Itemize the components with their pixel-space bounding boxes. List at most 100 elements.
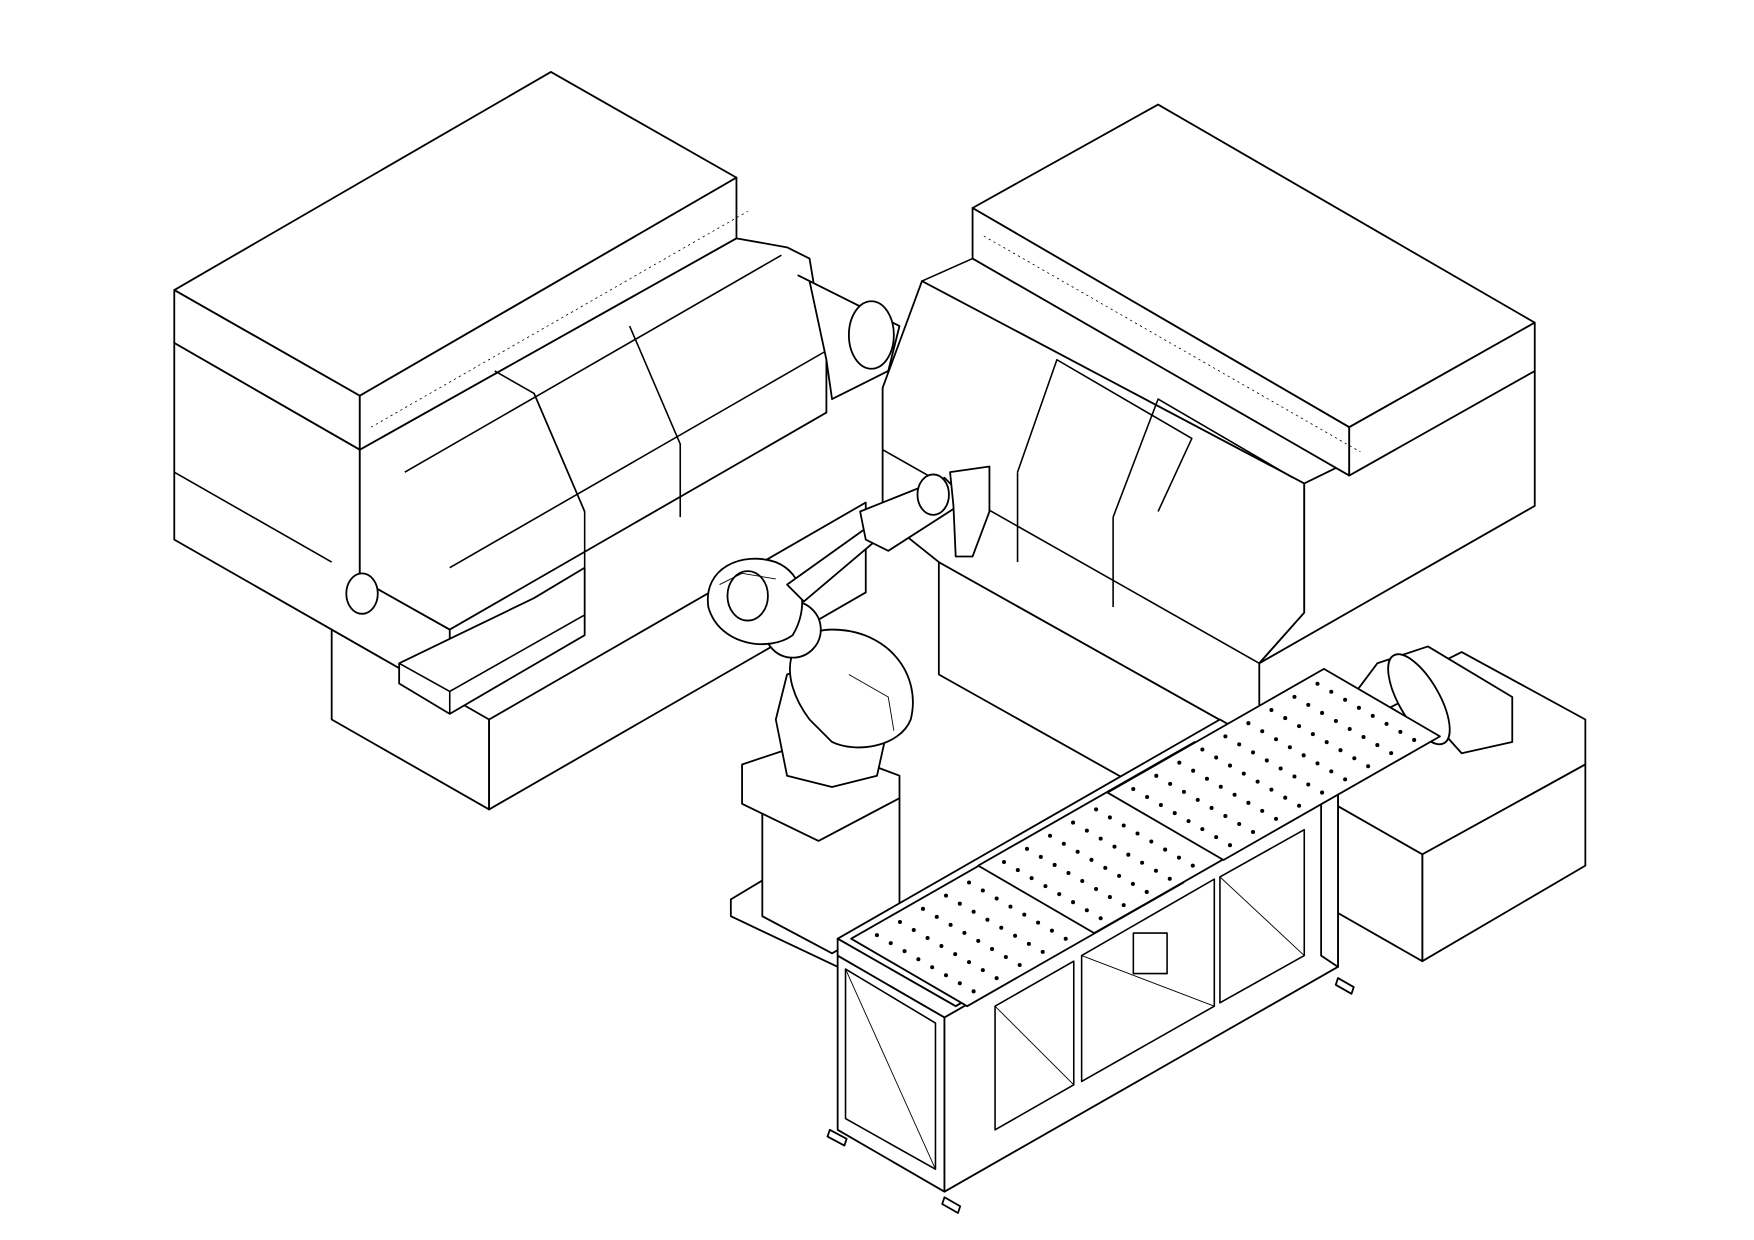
plate-hole [1297,724,1302,729]
plate-hole [1149,839,1154,844]
plate-hole [1130,881,1135,886]
plate-hole [897,919,902,924]
plate-hole [1287,745,1292,750]
plate-hole [967,880,972,885]
plate-hole [1214,755,1219,760]
plate-hole [1052,862,1057,867]
plate-hole [1361,735,1366,740]
plate-hole [957,981,962,986]
plate-hole [953,952,958,957]
plate-hole [1315,681,1320,686]
perforated-plates [850,668,1441,1008]
plate-hole [971,989,976,994]
plate-hole [1040,949,1045,954]
plate-hole [902,949,907,954]
plate-hole [1013,933,1018,938]
plate-hole [1366,764,1371,769]
plate-hole [1352,756,1357,761]
plate-hole [1154,773,1159,778]
plate-hole [1126,852,1131,857]
plate-hole [1260,729,1265,734]
plate-hole [1237,821,1242,827]
plate-hole [1356,705,1361,710]
plate-hole [888,941,893,946]
plate-hole [1036,920,1041,925]
right-cnc-machine [881,103,1587,963]
plate-hole [1017,963,1022,968]
plate-hole [1026,941,1031,946]
plate-hole [1029,876,1034,881]
plate-hole [957,901,962,906]
left-cnc-machine [173,71,901,811]
plate-hole [1315,761,1320,766]
plate-hole [1306,702,1311,707]
plate-hole [966,960,972,965]
plate-hole [1049,928,1054,933]
plate-hole [1061,841,1066,846]
plate-hole [1214,835,1219,840]
plate-hole [1121,823,1126,828]
plate-hole [1283,795,1288,800]
plate-hole [1370,713,1375,718]
plate-hole [1343,697,1348,702]
workpiece-table [826,668,1441,1214]
plate-hole [1158,803,1163,808]
plate-hole [1310,732,1315,737]
plate-hole [930,965,935,970]
plate-hole [1135,831,1140,836]
plate-hole [1066,870,1071,876]
plate-hole [1075,849,1080,854]
perforated-plate [1106,668,1441,861]
plate-hole [1301,753,1306,758]
plate-hole [1283,716,1288,721]
plate-hole [1008,904,1013,909]
plate-hole [1107,815,1112,820]
plate-hole [1292,694,1297,699]
plate-hole [1003,954,1008,960]
plate-hole [1227,763,1233,768]
plate-hole [1038,854,1043,859]
plate-hole [1094,887,1099,892]
plate-hole [1015,868,1020,873]
plate-hole [1089,857,1094,862]
plate-hole [994,896,999,901]
plate-hole [1241,771,1246,776]
industrial-robot [706,465,991,968]
plate-hole [1209,805,1214,810]
plate-hole [874,933,879,938]
plate-hole [1237,742,1242,747]
plate-hole [1269,708,1274,713]
plate-hole [1191,768,1196,773]
plate-hole [1250,830,1256,835]
plate-hole [1338,748,1343,753]
plate-hole [1103,865,1108,870]
plate-hole [1292,774,1297,779]
plate-hole [1269,787,1274,792]
plate-hole [1297,803,1302,808]
plate-hole [1131,786,1136,792]
plate-hole [1398,729,1403,734]
plate-hole [1084,908,1089,913]
plate-hole [1320,790,1325,795]
plate-hole [1121,903,1126,908]
plate-hole [1204,776,1209,781]
plate-hole [934,914,939,919]
plate-hole [1107,895,1112,900]
plate-hole [1347,726,1352,732]
plate-hole [1329,769,1334,774]
plate-hole [980,888,985,893]
plate-hole [916,957,921,962]
plate-hole [1084,828,1089,833]
plate-hole [1043,884,1048,889]
plate-hole [1324,740,1329,745]
plate-hole [1223,813,1228,818]
plate-hole [1168,781,1173,786]
plate-hole [1200,747,1205,752]
plate-hole [1274,816,1279,821]
plate-hole [948,922,953,927]
plate-hole [1048,833,1053,838]
plate-hole [1153,868,1158,873]
plate-hole [985,917,990,922]
plate-hole [1080,878,1085,884]
